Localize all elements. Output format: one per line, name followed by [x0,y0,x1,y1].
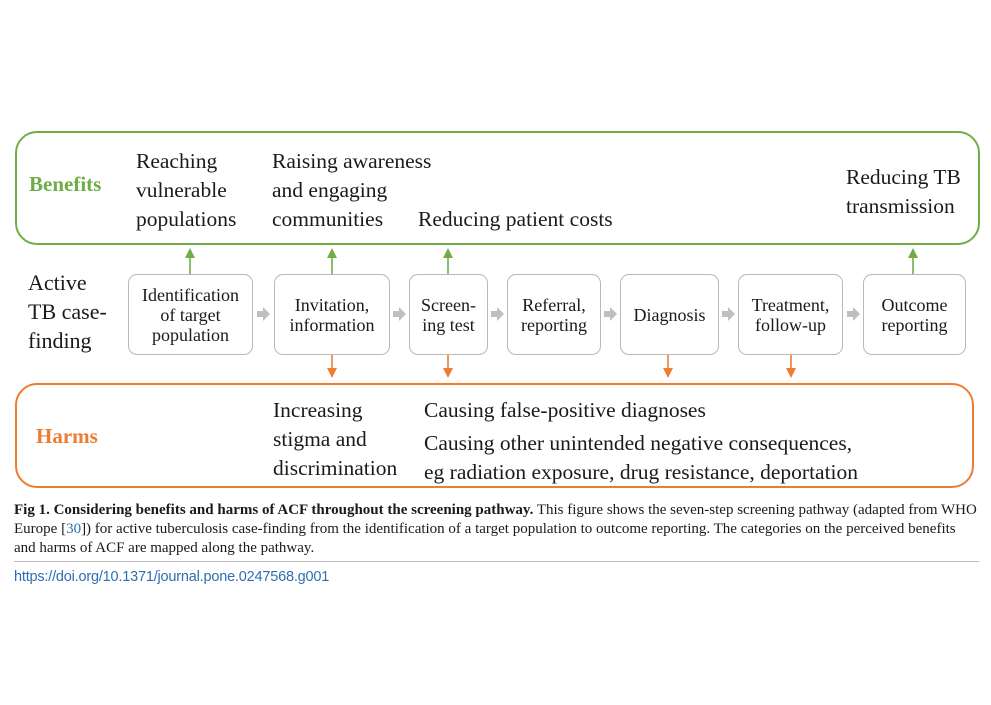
step-outcome-reporting: Outcome reporting [863,274,966,355]
step-diagnosis: Diagnosis [620,274,719,355]
figure-caption: Fig 1. Considering benefits and harms of… [14,501,979,558]
caption-reference-link[interactable]: 30 [66,521,82,537]
benefit-reaching-vulnerable: Reaching vulnerable populations [136,149,237,231]
connector-arrow-6 [847,307,860,321]
harm-stigma: Increasing stigma and discrimination [273,398,398,480]
step-treatment: Treatment, follow-up [738,274,843,355]
caption-text-2: ]) for active tuberculosis case-finding … [14,521,956,556]
benefit-arrows [185,248,918,274]
process-label: Active TB case- finding [28,270,107,353]
harms-panel [15,383,974,488]
harm-arrows [327,355,796,378]
doi-link[interactable]: https://doi.org/10.1371/journal.pone.024… [14,569,330,585]
benefits-panel [15,131,980,245]
caption-divider [14,561,979,562]
benefit-reducing-costs: Reducing patient costs [418,207,613,231]
step-invitation: Invitation, information [274,274,390,355]
step-referral: Referral, reporting [507,274,601,355]
caption-text-1: This figure shows the seven-step screeni… [14,502,977,537]
benefit-raising-awareness: Raising awareness and engaging communiti… [272,149,432,231]
connector-arrow-1 [257,307,270,321]
connector-arrow-2 [393,307,406,321]
harm-false-positive: Causing false-positive diagnoses [424,398,706,422]
harm-other-consequences: Causing other unintended negative conseq… [424,431,859,484]
connector-arrow-3 [491,307,504,321]
step-identification: Identification of target population [128,274,253,355]
connector-arrows [257,307,860,321]
harms-label: Harms [36,424,98,448]
caption-bold: Fig 1. Considering benefits and harms of… [14,502,534,518]
connector-arrow-5 [722,307,735,321]
benefit-reducing-transmission: Reducing TB transmission [846,165,961,218]
benefits-label: Benefits [29,172,102,196]
step-screening-test: Screen- ing test [409,274,488,355]
connector-arrow-4 [604,307,617,321]
